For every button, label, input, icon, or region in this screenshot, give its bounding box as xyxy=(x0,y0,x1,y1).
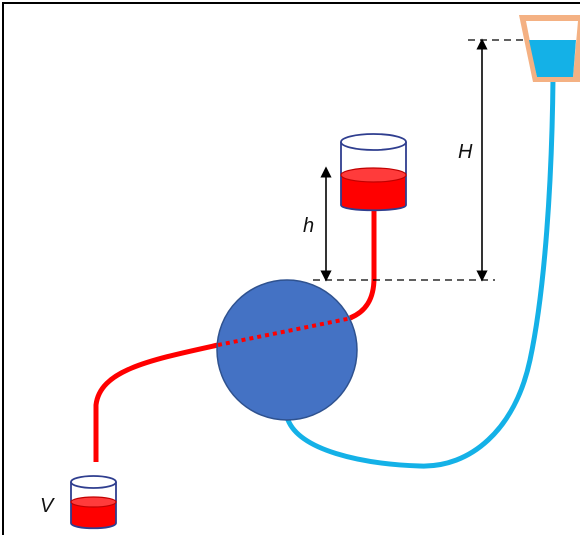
pressure-cup-icon xyxy=(519,15,580,82)
lower-reservoir-beaker-icon xyxy=(70,475,117,530)
upper-reservoir-beaker-icon xyxy=(340,133,407,212)
H-label: H xyxy=(458,141,473,163)
pressure-tube xyxy=(285,75,556,469)
inner-dotted-channel xyxy=(217,316,353,347)
V-label: V xyxy=(40,495,55,517)
lower-red-tube xyxy=(93,342,219,462)
upper-red-tube xyxy=(348,205,377,321)
h-label: h xyxy=(303,215,314,237)
blue-sphere-chamber xyxy=(216,279,358,421)
